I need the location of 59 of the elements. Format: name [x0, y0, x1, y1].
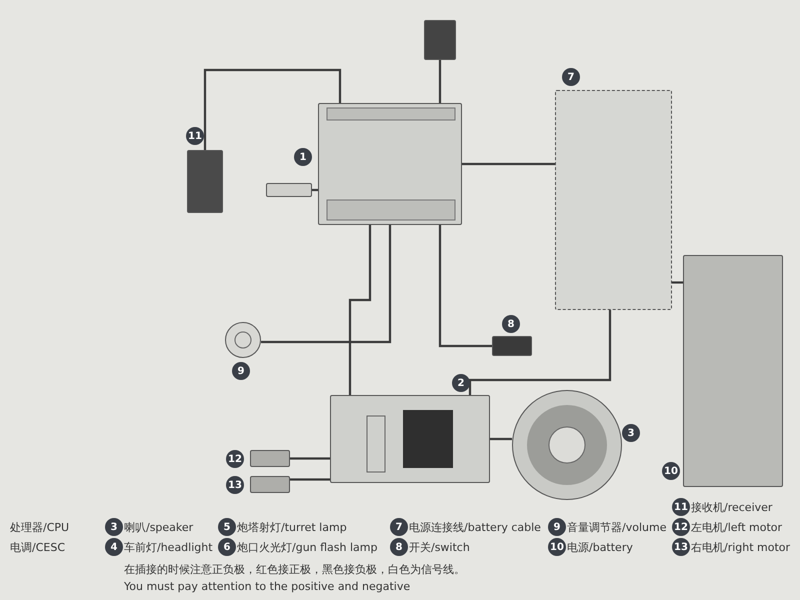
callout-number: 9 — [232, 362, 250, 380]
callout-number: 12 — [672, 518, 690, 536]
wire — [468, 310, 612, 395]
motor — [250, 450, 290, 467]
callout-number: 10 — [662, 462, 680, 480]
callout-number: 8 — [390, 538, 408, 556]
callout-number: 3 — [105, 518, 123, 536]
motor — [250, 476, 290, 493]
callout-number: 8 — [502, 315, 520, 333]
note-text: 在插接的时候注意正负极，红色接正极，黑色接负极，白色为信号线。 — [124, 562, 465, 577]
wire — [462, 162, 555, 166]
switch — [492, 336, 532, 356]
legend-text: 喇叭/speaker — [124, 520, 194, 535]
receiver — [187, 150, 223, 213]
callout-number: 7 — [562, 68, 580, 86]
wire — [290, 478, 330, 481]
legend-text: 处理器/CPU — [10, 520, 70, 535]
wire — [672, 281, 683, 284]
wire — [438, 60, 442, 103]
callout-number: 7 — [390, 518, 408, 536]
callout-number: 3 — [622, 424, 640, 442]
legend-text: 电源连接线/battery cable — [409, 520, 541, 535]
legend-text: 左电机/left motor — [691, 520, 782, 535]
controller-board — [318, 103, 462, 225]
legend-text: 电源/battery — [567, 540, 633, 555]
callout-number: 2 — [452, 374, 470, 392]
callout-number: 12 — [226, 450, 244, 468]
lamp-module — [266, 183, 312, 197]
callout-number: 10 — [548, 538, 566, 556]
legend-text: 炮塔射灯/turret lamp — [237, 520, 347, 535]
callout-number: 5 — [218, 518, 236, 536]
legend-text: 接收机/receiver — [691, 500, 772, 515]
callout-number: 6 — [218, 538, 236, 556]
wire — [261, 225, 392, 344]
note-text: You must pay attention to the positive and negative — [124, 580, 410, 593]
legend-text: 电调/CESC — [10, 540, 65, 555]
volume-knob — [225, 322, 261, 358]
callout-number: 11 — [186, 127, 204, 145]
callout-number: 13 — [226, 476, 244, 494]
wire — [204, 68, 342, 150]
wire — [290, 457, 330, 460]
wire — [348, 225, 372, 395]
wire — [312, 188, 318, 192]
wire — [490, 438, 512, 440]
battery-pack — [683, 255, 783, 487]
callout-number: 1 — [294, 148, 312, 166]
battery-cable-area — [555, 90, 672, 310]
callout-number: 4 — [105, 538, 123, 556]
wire — [438, 225, 492, 348]
legend-text: 开关/switch — [409, 540, 470, 555]
callout-number: 9 — [548, 518, 566, 536]
callout-number: 11 — [672, 498, 690, 516]
connector-plug — [424, 20, 456, 60]
legend-text: 炮口火光灯/gun flash lamp — [237, 540, 378, 555]
legend-text: 音量调节器/volume — [567, 520, 666, 535]
callout-number: 13 — [672, 538, 690, 556]
esc-board — [330, 395, 490, 483]
legend-text: 右电机/right motor — [691, 540, 790, 555]
legend-text: 车前灯/headlight — [124, 540, 213, 555]
